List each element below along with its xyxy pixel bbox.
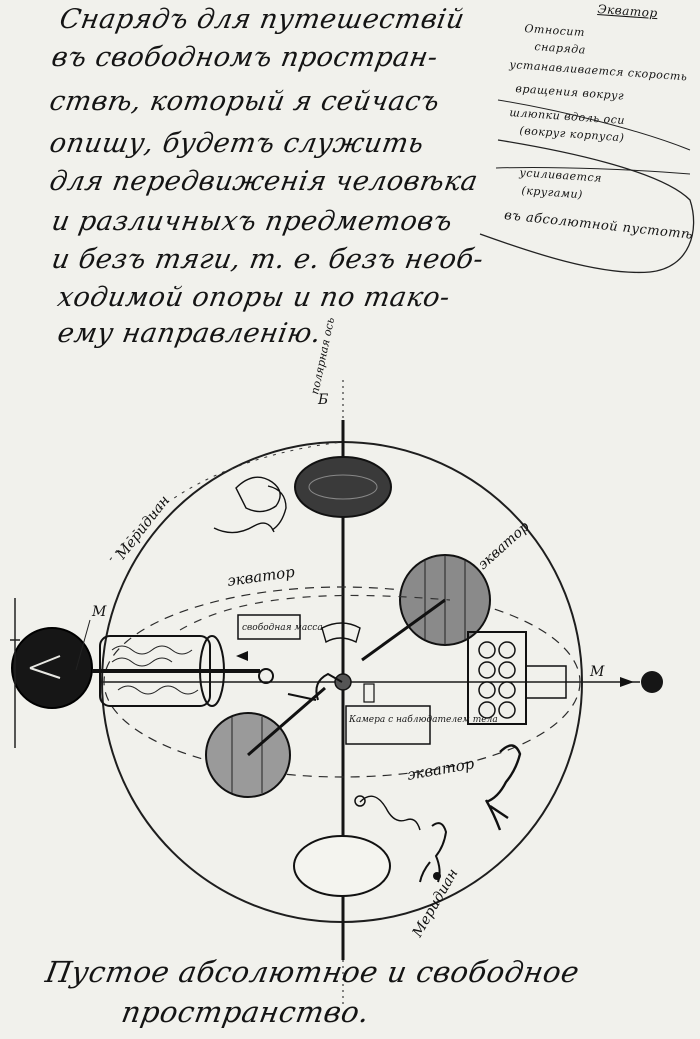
axis-bracket (321, 622, 361, 644)
top-disc (294, 456, 392, 518)
arrow-left-icon (236, 651, 248, 661)
top-disc-hatch (308, 474, 378, 500)
equator-ellipse (103, 586, 581, 778)
margin-bracket (479, 139, 695, 274)
figure-lower (419, 822, 448, 883)
central-joint (334, 673, 352, 691)
meridian-top-label: Меридиан (113, 493, 173, 564)
right-nozzle (525, 665, 567, 699)
tether-ring (354, 795, 366, 807)
joint-linkage (287, 672, 343, 701)
flywheel-upper-arm (361, 598, 446, 662)
box-left (237, 614, 301, 640)
right-chamber (467, 631, 527, 725)
tether-line (359, 795, 421, 831)
left-ball-arrow-icon (29, 655, 61, 679)
figure-upper-left (213, 476, 287, 534)
left-cylinder-contents (111, 645, 199, 695)
bottom-disc (293, 835, 391, 897)
equator-lower-label: экватор (406, 754, 476, 784)
left-cylinder-slant (75, 619, 91, 671)
figure-right (484, 744, 522, 831)
bottom-caption-line-2: пространство. (119, 995, 373, 1029)
equator-upper-arc (179, 594, 451, 631)
left-ring (258, 668, 274, 684)
m-left-label: М (91, 604, 107, 620)
right-chamber-circles (478, 641, 516, 719)
figure-lower-dot (433, 872, 441, 880)
margin-underline-2 (495, 166, 691, 175)
meridian-upper-arc (109, 441, 344, 561)
right-black-ball (641, 671, 663, 693)
bottom-caption-line-1: Пустое абсолютное и свободное (43, 955, 583, 989)
equator-right-label: экватор (475, 519, 533, 573)
axis-top-label: полярная ось (308, 316, 337, 395)
axis-letter-label: Б (317, 392, 328, 408)
box-center-stem (363, 683, 375, 703)
box-center-label: Камера с наблюдателем тела (348, 714, 498, 725)
box-center (345, 705, 431, 745)
box-left-label: свободная масса (242, 622, 323, 633)
left-black-ball (11, 627, 93, 709)
margin-underline (497, 99, 691, 151)
left-margin-marks (10, 598, 20, 748)
arrow-right-icon (620, 677, 634, 687)
equator-upper-label: экватор (226, 563, 296, 590)
m-right-label: М (589, 664, 605, 680)
